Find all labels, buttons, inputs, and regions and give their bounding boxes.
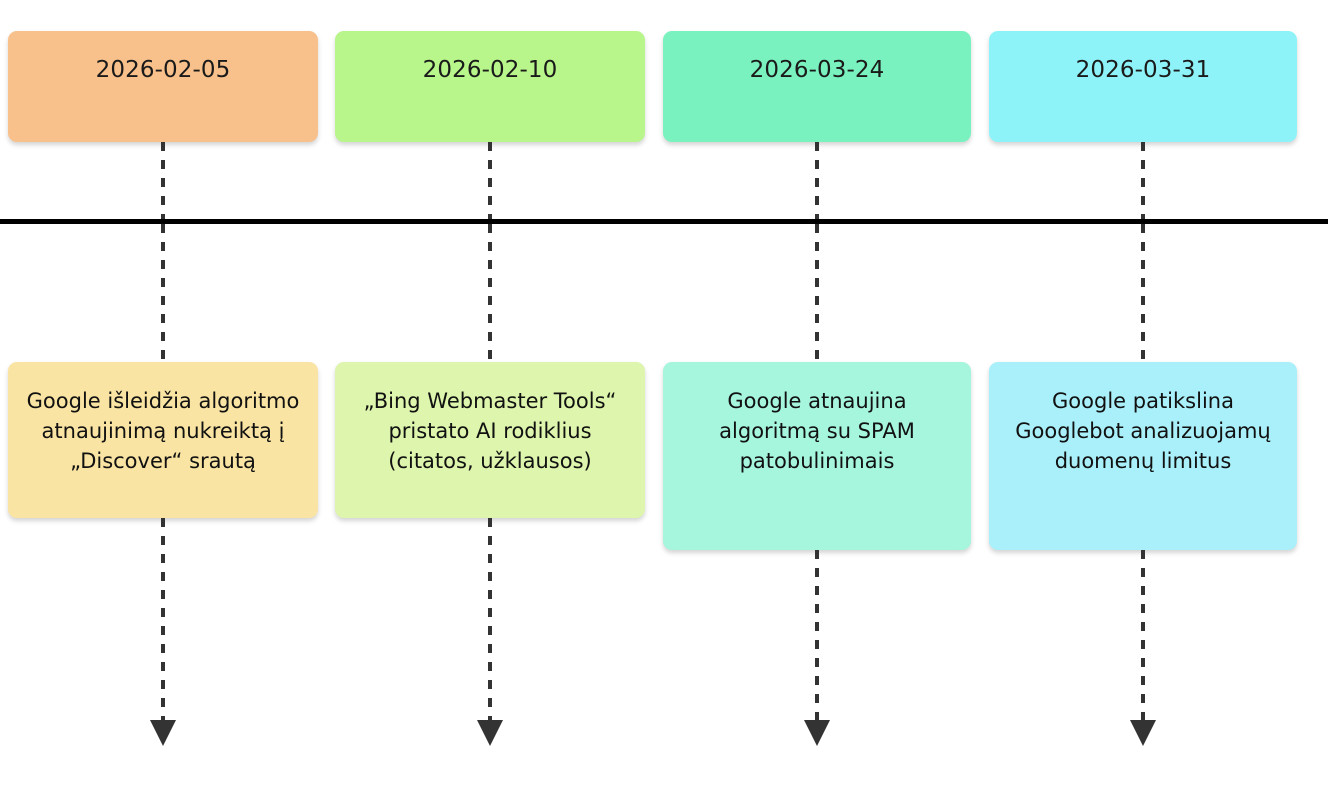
connector-dash-upper: [815, 142, 819, 219]
connector-dash-middle: [815, 224, 819, 362]
connector-arrow-icon: [477, 720, 503, 746]
event-card[interactable]: Google išleidžia algoritmo atnaujinimą n…: [8, 362, 318, 518]
event-card[interactable]: Google patikslina Googlebot analizuojamų…: [989, 362, 1297, 550]
date-card[interactable]: 2026-02-10: [335, 31, 645, 142]
event-card[interactable]: „Bing Webmaster Tools“ pristato AI rodik…: [335, 362, 645, 518]
date-label: 2026-02-10: [422, 57, 558, 83]
main-timeline-axis: [0, 219, 1328, 224]
connector-dash-middle: [488, 224, 492, 362]
event-label: Google išleidžia algoritmo atnaujinimą n…: [26, 389, 300, 473]
connector-dash-lower: [488, 518, 492, 720]
connector-arrow-icon: [804, 720, 830, 746]
timeline-column: 2026-02-10 „Bing Webmaster Tools“ pristat…: [335, 0, 645, 800]
connector-arrow-icon: [150, 720, 176, 746]
connector-dash-lower: [161, 518, 165, 720]
connector-dash-middle: [1141, 224, 1145, 362]
date-label: 2026-02-05: [95, 57, 231, 83]
connector-dash-lower: [815, 550, 819, 720]
connector-dash-middle: [161, 224, 165, 362]
connector-dash-upper: [161, 142, 165, 219]
event-label: Google patikslina Googlebot analizuojamų…: [1015, 389, 1271, 473]
date-label: 2026-03-24: [749, 57, 885, 83]
date-card[interactable]: 2026-03-24: [663, 31, 971, 142]
connector-dash-lower: [1141, 550, 1145, 720]
event-card[interactable]: Google atnaujina algoritmą su SPAM patob…: [663, 362, 971, 550]
connector-dash-upper: [488, 142, 492, 219]
event-label: Google atnaujina algoritmą su SPAM patob…: [719, 389, 915, 473]
date-card[interactable]: 2026-03-31: [989, 31, 1297, 142]
connector-arrow-icon: [1130, 720, 1156, 746]
connector-dash-upper: [1141, 142, 1145, 219]
date-card[interactable]: 2026-02-05: [8, 31, 318, 142]
event-label: „Bing Webmaster Tools“ pristato AI rodik…: [363, 389, 617, 473]
date-label: 2026-03-31: [1075, 57, 1211, 83]
